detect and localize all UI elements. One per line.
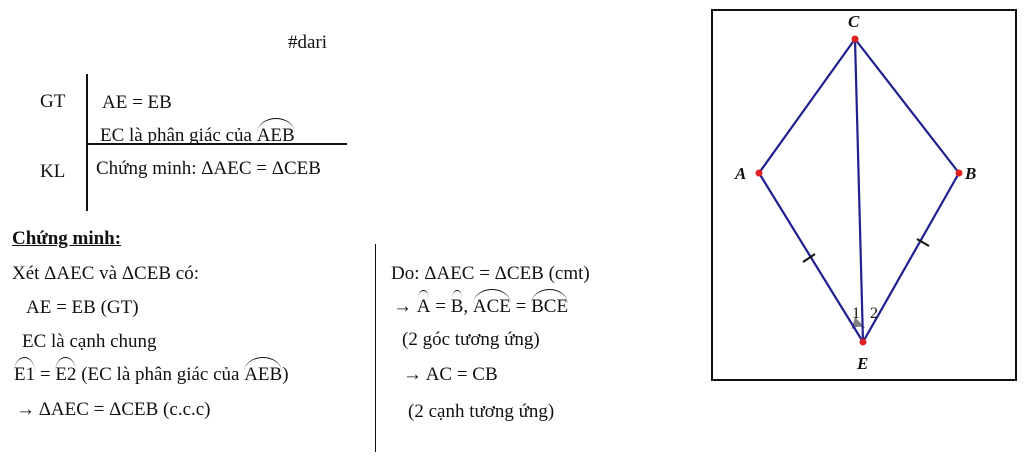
proof-heading: Chứng minh: — [12, 228, 122, 249]
proof-left-line-5: → ΔAEC = ΔCEB (c.c.c) — [16, 399, 211, 420]
tick-mark-be — [916, 238, 930, 247]
angle-label-1: 1 — [852, 305, 860, 322]
table-horizontal-divider — [86, 143, 347, 145]
angle-e2-label: E2 — [55, 357, 77, 385]
proof-right-line-1: Do: ΔAEC = ΔCEB (cmt) — [391, 263, 590, 284]
reason-prefix: (EC là phân giác của — [76, 364, 245, 385]
geometry-figure: C A B E 1 2 — [711, 9, 1017, 381]
proof-column-divider — [375, 244, 376, 452]
point-a — [755, 169, 763, 177]
reason-suffix: ) — [282, 364, 289, 385]
angle-aeb-reason-label: AEB — [244, 357, 283, 385]
conclusion-text: Chứng minh: ΔAEC = ΔCEB — [96, 158, 321, 179]
angle-label-2: 2 — [870, 305, 878, 322]
angle-e1-label: E1 — [14, 357, 36, 385]
conclusion-label: KL — [40, 161, 66, 182]
triangle-edges — [758, 38, 960, 343]
angle-bce-label: BCE — [531, 289, 569, 317]
proof-right-line-5: (2 cạnh tương ứng) — [408, 401, 555, 422]
proof-right-line-3: (2 góc tương ứng) — [402, 329, 540, 350]
hashtag-label: #dari — [288, 32, 328, 53]
given-line-2-prefix: EC là phân giác của — [100, 125, 257, 146]
label-e: E — [856, 354, 868, 373]
edge-ca — [758, 38, 856, 174]
equals-sign: = — [510, 296, 532, 317]
proof-left-line-1: Xét ΔAEC và ΔCEB có: — [12, 263, 199, 284]
label-b: B — [964, 164, 976, 183]
proof-left-line-4: E1 = E2 (EC là phân giác của AEB) — [14, 357, 289, 386]
points — [755, 35, 963, 346]
equals-sign: = — [35, 364, 56, 385]
given-label: GT — [40, 91, 66, 112]
label-c: C — [848, 12, 860, 31]
angle-b-label: B — [450, 290, 464, 317]
figure-canvas: C A B E 1 2 — [734, 12, 976, 373]
point-e — [859, 338, 867, 346]
given-line-2: EC là phân giác của AEB — [100, 118, 295, 147]
angle-ace-label: ACE — [472, 289, 511, 317]
label-a: A — [734, 164, 746, 183]
proof-left-line-2: AE = EB (GT) — [26, 297, 139, 318]
angle-aeb-label: AEB — [256, 118, 295, 146]
equals-sign: = — [430, 296, 451, 317]
angle-a-label: A — [416, 290, 431, 317]
edge-be — [862, 172, 960, 343]
proof-right-line-2: → A = B, ACE = BCE — [393, 289, 569, 318]
point-b — [955, 169, 963, 177]
proof-left-line-3: EC là cạnh chung — [22, 331, 157, 352]
point-c — [851, 35, 859, 43]
proof-right-line-4: → AC = CB — [403, 364, 498, 385]
table-vertical-divider — [86, 74, 88, 211]
edge-ce — [853, 38, 865, 343]
arrow: → — [393, 296, 417, 317]
tick-mark-ae — [802, 253, 816, 263]
given-line-1: AE = EB — [102, 92, 172, 113]
edge-cb — [854, 38, 960, 174]
comma: , — [463, 296, 473, 317]
